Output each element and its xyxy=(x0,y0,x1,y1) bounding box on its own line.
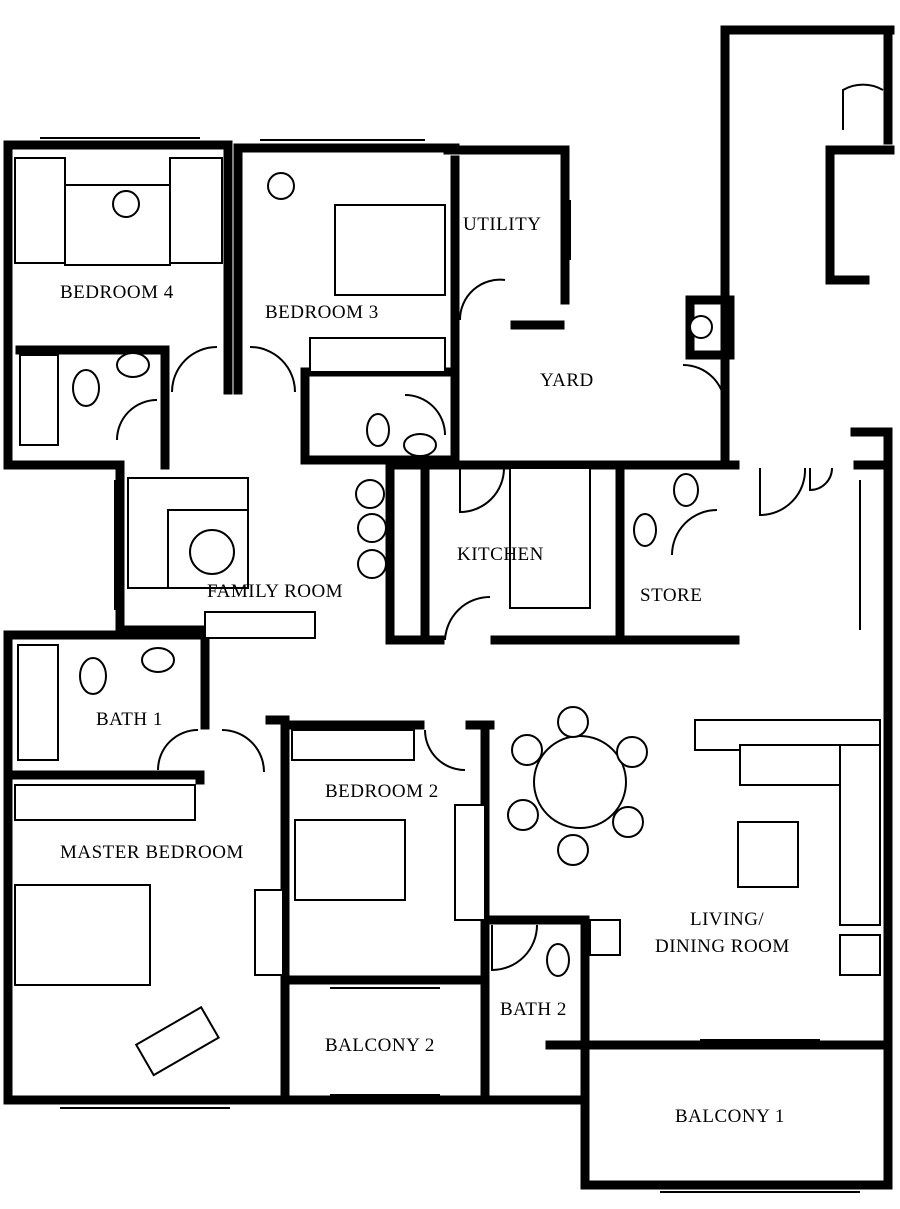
label-balcony-2: BALCONY 2 xyxy=(325,1035,435,1056)
label-yard: YARD xyxy=(540,370,594,391)
label-utility: UTILITY xyxy=(463,214,541,235)
label-family-room: FAMILY ROOM xyxy=(207,581,343,602)
doors xyxy=(116,83,884,972)
label-bedroom-2: BEDROOM 2 xyxy=(325,781,439,802)
furniture xyxy=(14,157,881,1077)
room-labels: BEDROOM 4 BEDROOM 3 UTILITY YARD FAMILY … xyxy=(60,214,790,1127)
walls xyxy=(3,25,895,1190)
label-living-2: DINING ROOM xyxy=(655,936,790,957)
label-living-1: LIVING/ xyxy=(690,909,764,930)
label-bath-2: BATH 2 xyxy=(500,999,567,1020)
label-kitchen: KITCHEN xyxy=(457,544,544,565)
label-bedroom-4: BEDROOM 4 xyxy=(60,282,174,303)
label-bath-1: BATH 1 xyxy=(96,709,163,730)
label-balcony-1: BALCONY 1 xyxy=(675,1106,785,1127)
windows xyxy=(40,137,861,1193)
label-store: STORE xyxy=(640,585,702,606)
label-master-bedroom: MASTER BEDROOM xyxy=(60,842,244,863)
label-bedroom-3: BEDROOM 3 xyxy=(265,302,379,323)
